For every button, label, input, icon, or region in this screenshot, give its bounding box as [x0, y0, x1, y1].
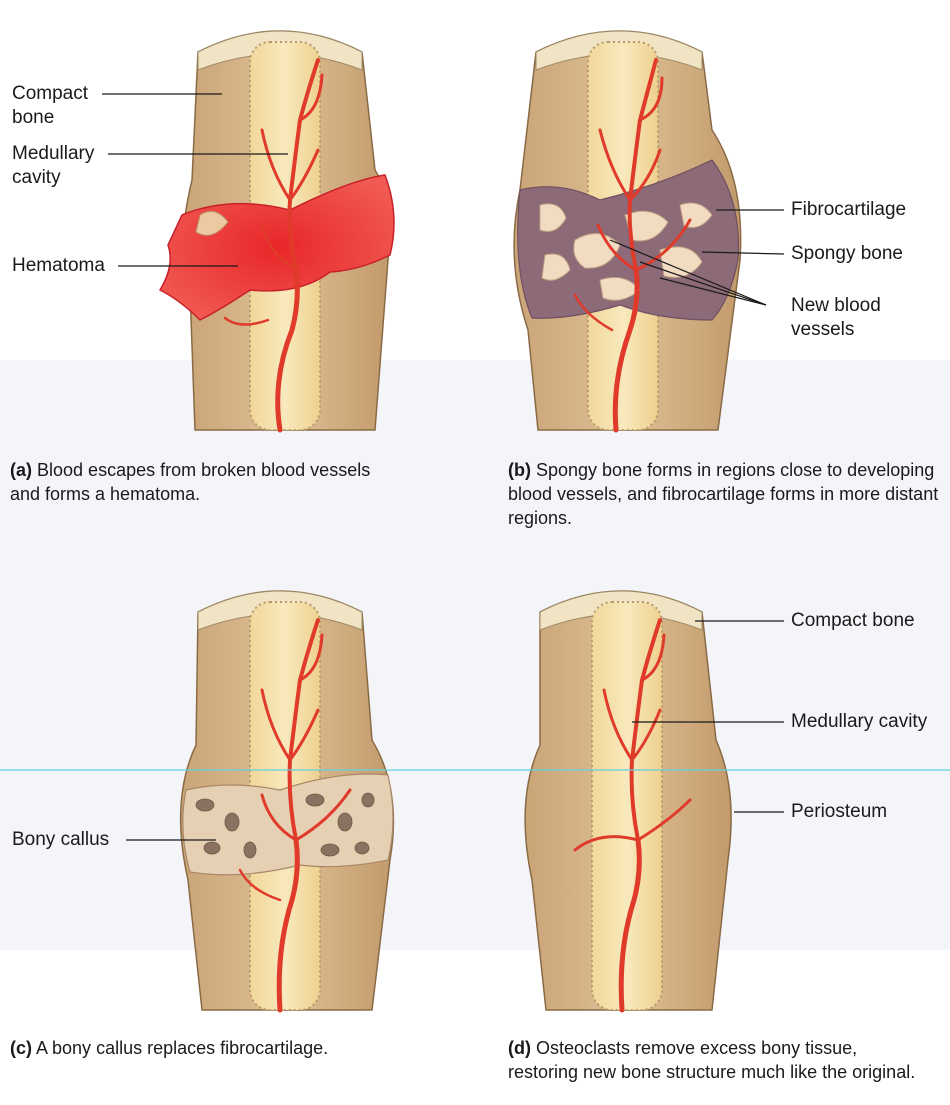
panel-c-bone — [181, 591, 394, 1010]
label-compact-bone-d: Compact bone — [791, 609, 915, 633]
label-compact-bone-a: Compact bone — [12, 82, 88, 130]
label-new-blood-vessels: New blood vessels — [791, 294, 881, 342]
caption-a: (a) Blood escapes from broken blood vess… — [10, 458, 390, 506]
caption-c: (c) A bony callus replaces fibrocartilag… — [10, 1036, 430, 1060]
caption-b: (b) Spongy bone forms in regions close t… — [508, 458, 948, 530]
caption-b-text: Spongy bone forms in regions close to de… — [508, 460, 938, 528]
label-periosteum: Periosteum — [791, 800, 887, 824]
panel-b-bone — [514, 31, 741, 430]
label-hematoma: Hematoma — [12, 254, 105, 278]
label-medullary-cavity-a: Medullary cavity — [12, 142, 94, 190]
panel-a-bone — [160, 31, 394, 430]
caption-c-text: A bony callus replaces fibrocartilage. — [36, 1038, 328, 1058]
label-spongy-bone: Spongy bone — [791, 242, 903, 266]
caption-a-text: Blood escapes from broken blood vessels … — [10, 460, 370, 504]
caption-b-letter: (b) — [508, 460, 531, 480]
label-medullary-cavity-d: Medullary cavity — [791, 710, 927, 734]
label-fibrocartilage: Fibrocartilage — [791, 198, 906, 222]
caption-a-letter: (a) — [10, 460, 32, 480]
caption-d-letter: (d) — [508, 1038, 531, 1058]
label-bony-callus: Bony callus — [12, 828, 109, 852]
caption-c-letter: (c) — [10, 1038, 32, 1058]
caption-d: (d) Osteoclasts remove excess bony tissu… — [508, 1036, 928, 1084]
caption-d-text: Osteoclasts remove excess bony tissue, r… — [508, 1038, 915, 1082]
panel-d-bone — [525, 591, 731, 1010]
